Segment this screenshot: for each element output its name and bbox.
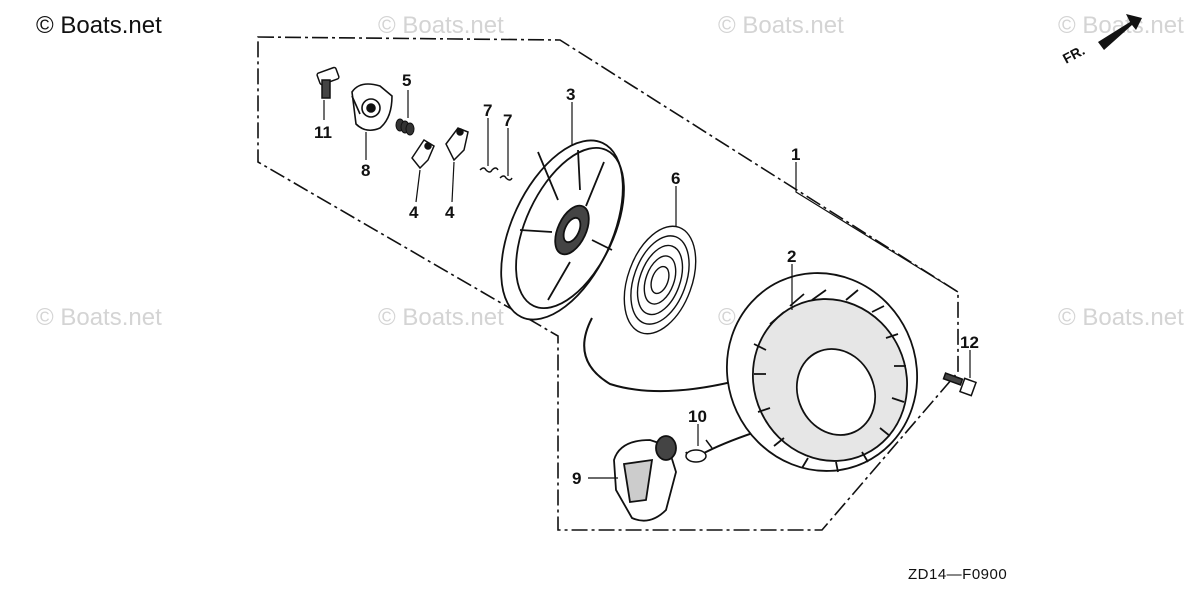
callout-8: 8 [361, 161, 370, 180]
callout-3: 3 [566, 85, 575, 104]
part-3-reel [500, 139, 625, 321]
copyright-notice: © Boats.net [36, 12, 162, 39]
part-6-return-spring [623, 225, 697, 335]
callout-6: 6 [671, 169, 680, 188]
front-direction-label: FR. [1060, 42, 1087, 67]
assembly-outline [257, 36, 959, 531]
callout-7: 7 [503, 111, 512, 130]
part-2-starter-case [726, 272, 918, 473]
callout-2: 2 [787, 247, 796, 266]
part-5-spring [395, 118, 415, 136]
callout-4: 4 [445, 203, 455, 222]
front-direction-arrow: FR. [1060, 14, 1142, 67]
part-10-knot [685, 439, 713, 463]
callout-9: 9 [572, 469, 581, 488]
callout-4: 4 [409, 203, 419, 222]
drawing-code: ZD14—F0900 [908, 566, 1008, 583]
part-9-grip [613, 435, 677, 522]
watermark: © Boats.net [378, 12, 504, 39]
callout-12: 12 [960, 333, 979, 352]
part-4-ratchet-left [411, 138, 435, 170]
watermark: © Boats.net [36, 304, 162, 331]
part-4-ratchet-right [445, 127, 469, 162]
callout-10: 10 [688, 407, 707, 426]
part-8-ratchet-guide [351, 83, 393, 132]
watermark: © Boats.net [378, 304, 504, 331]
callout-11: 11 [314, 123, 332, 142]
callout-leaders [323, 90, 971, 479]
watermark: © Boats.net [1058, 304, 1184, 331]
callout-5: 5 [402, 71, 411, 90]
callout-1: 1 [791, 145, 800, 164]
part-12-flange-bolt [942, 372, 977, 397]
part-11-bolt [316, 66, 340, 99]
callout-7: 7 [483, 101, 492, 120]
watermark: © Boats.net [718, 12, 844, 39]
part-7-springs [479, 167, 513, 181]
